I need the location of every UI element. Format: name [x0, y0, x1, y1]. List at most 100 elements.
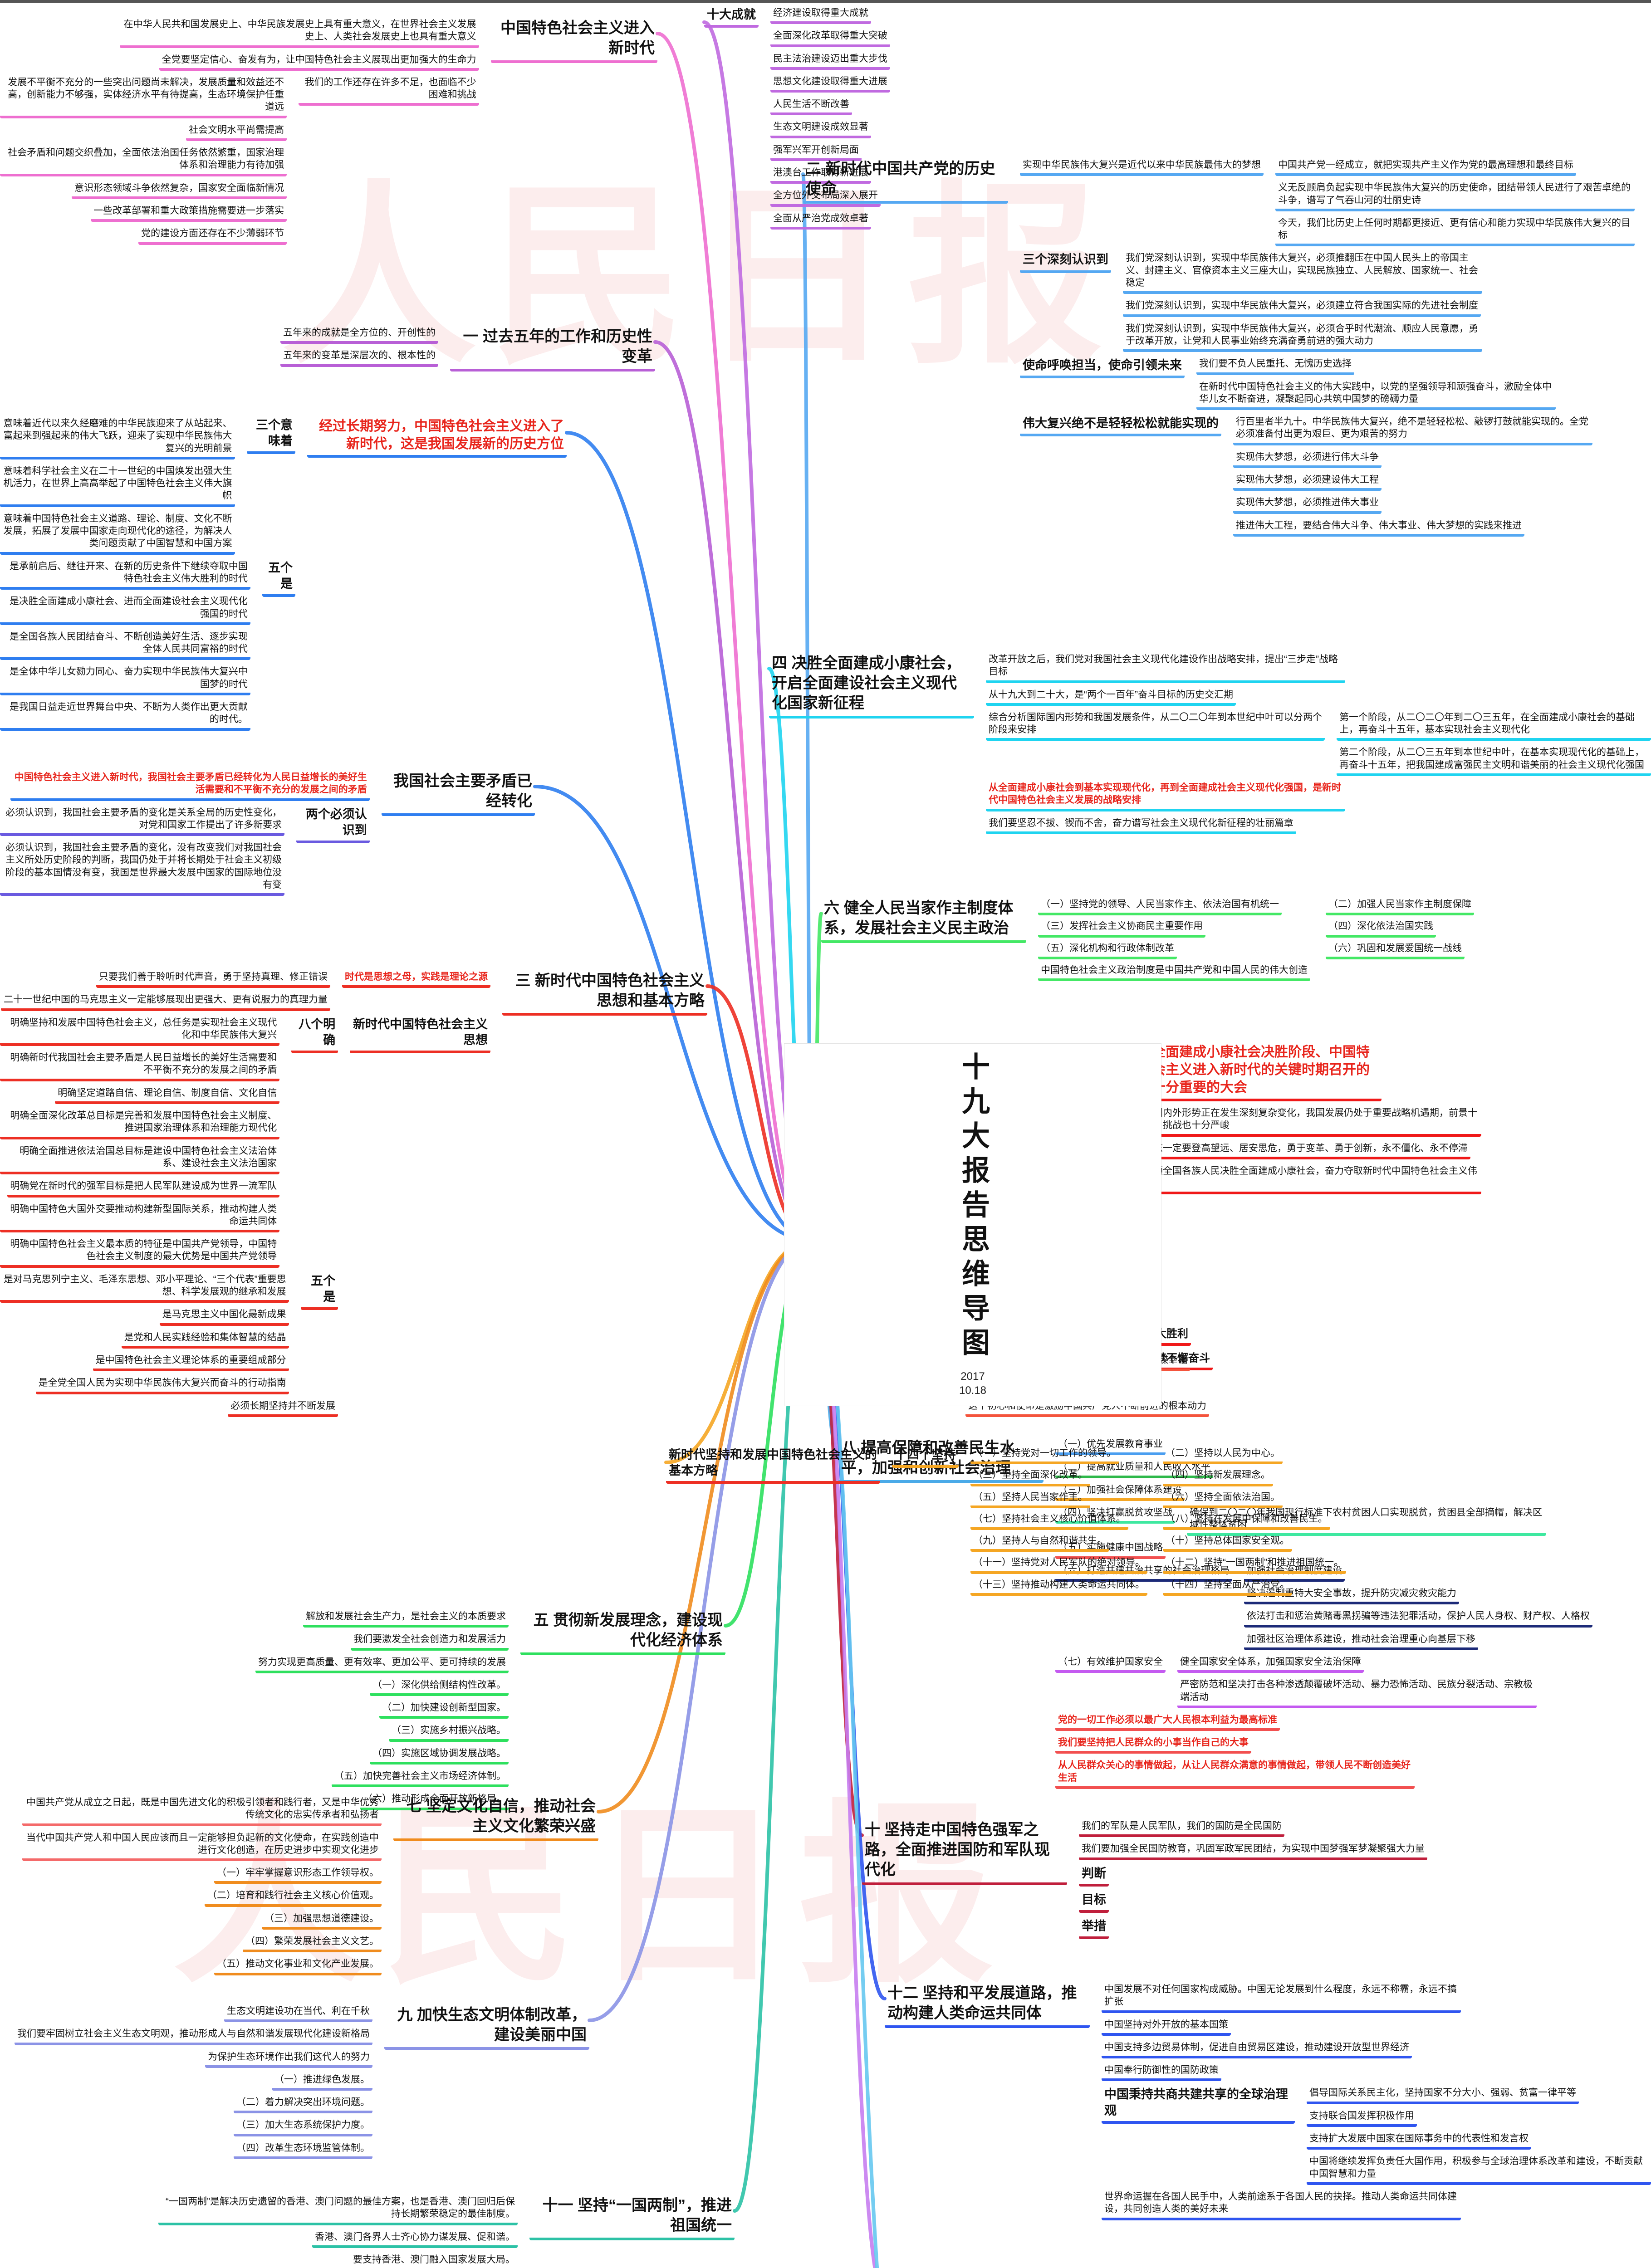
mindmap-node-label: 中国共产党一经成立，就把实现共产主义作为党的最高理想和最终目标 — [1275, 159, 1576, 176]
mindmap-node: 八个明确明确坚持和发展中国特色社会主义，总任务是实现社会主义现代化和中华民族伟大… — [0, 1017, 338, 1268]
mindmap-node: 从人民群众关心的事情做起，从让人民群众满意的事情做起，带领人民不断创造美好生活 — [1055, 1759, 1592, 1789]
mindmap-node-label: 强军兴军开创新局面 — [770, 144, 862, 161]
mindmap-node: “一国两制”是解决历史遗留的香港、澳门问题的最佳方案，也是香港、澳门回归后保持长… — [158, 2195, 518, 2225]
mindmap-node-label: 倡导国际关系民主化，坚持国家不分大小、强弱、贫富一律平等 — [1307, 2087, 1579, 2104]
mindmap-node: 香港、澳门各界人士齐心协力谋发展、促和谐。 — [312, 2231, 518, 2248]
branch-6-democracy: 六 健全人民当家作主制度体系，发展社会主义民主政治（一）坚持党的领导、人民当家作… — [821, 898, 1474, 982]
mindmap-node: 倡导国际关系民主化，坚持国家不分大小、强弱、贫富一律平等 — [1307, 2087, 1651, 2104]
mindmap-node: 时代是思想之母，实践是理论之源只要我们善于聆听时代声音，勇于坚持真理、修正错误二… — [1, 971, 490, 1011]
mindmap-node: （二）加快建设创新型国家。 — [379, 1701, 509, 1719]
mindmap-node-label: 意味着科学社会主义在二十一世纪的中国焕发出强大生机活力，在世界上高高举起了中国特… — [0, 465, 235, 507]
mindmap-node: 意味着近代以来久经磨难的中华民族迎来了从站起来、富起来到强起来的伟大飞跃，迎来了… — [0, 417, 235, 459]
mindmap-node-label: 五个是 — [262, 560, 295, 597]
mindmap-node-label: 十大成就 — [704, 7, 759, 28]
mindmap-node-label: 第二个阶段，从二〇三五年到本世纪中叶，在基本实现现代化的基础上，再奋斗十五年，把… — [1337, 746, 1651, 777]
mindmap-node-label: （一）优先发展教育事业 — [1055, 1438, 1166, 1456]
mindmap-node-label: 全面深化改革取得重大突破 — [770, 29, 890, 47]
branch-2-historic-mission: 二 新时代中国共产党的历史使命实现中华民族伟大复兴是近代以来中华民族最伟大的梦想… — [803, 159, 1635, 537]
mindmap-node: 我们党深刻认识到，实现中华民族伟大复兴，必须合乎时代潮流、顺应人民意愿，勇于改革… — [1123, 323, 1482, 352]
mindmap-node: 实现伟大梦想，必须进行伟大斗争 — [1233, 451, 1592, 469]
mindmap-node-label: 香港、澳门各界人士齐心协力谋发展、促和谐。 — [312, 2231, 518, 2248]
mindmap-node: 是全国各族人民团结奋斗、不断创造美好生活、逐步实现全体人民共同富裕的时代 — [0, 631, 250, 660]
mindmap-node: 从十九大到二十大，是“两个一百年”奋斗目标的历史交汇期 — [986, 689, 1651, 706]
mindmap-node: （五）加快完善社会主义市场经济体制。 — [332, 1770, 509, 1788]
mindmap-node-label: 使命呼唤担当，使命引领未来 — [1020, 357, 1185, 379]
mindmap-node: 全方位外交布局深入展开 — [770, 189, 890, 207]
mindmap-node-label: （三）加强思想道德建设。 — [262, 1912, 382, 1930]
mindmap-node: 是决胜全面建成小康社会、进而全面建设社会主义现代化强国的时代 — [0, 595, 250, 625]
mindmap-node: 我们党深刻认识到，实现中华民族伟大复兴，必须推翻压在中国人民头上的帝国主义、封建… — [1123, 252, 1482, 294]
mindmap-node: 义无反顾肩负起实现中华民族伟大复兴的历史使命，团结带领人民进行了艰苦卓绝的斗争，… — [1275, 181, 1635, 211]
mindmap-node: 生态文明建设成效显著 — [770, 121, 890, 138]
mindmap-node: 中国特色社会主义政治制度是中国共产党和中国人民的伟大创造 — [1038, 964, 1310, 982]
mindmap-node-label: 是中国特色社会主义理论体系的重要组成部分 — [93, 1354, 289, 1372]
mindmap-node-label: 义无反顾肩负起实现中华民族伟大复兴的历史使命，团结带领人民进行了艰苦卓绝的斗争，… — [1275, 181, 1635, 211]
mindmap-node: 使命呼唤担当，使命引领未来我们要不负人民重托、无愧历史选择在新时代中国特色社会主… — [1020, 357, 1635, 411]
mindmap-node: 中国坚持对外开放的基本国策 — [1102, 2019, 1651, 2036]
mindmap-node: 党的一切工作必须以最广大人民根本利益为最高标准 — [1055, 1714, 1592, 1731]
mindmap-node: 依法打击和惩治黄赌毒黑拐骗等违法犯罪活动，保护人民人身权、财产权、人格权 — [1244, 1610, 1592, 1628]
mindmap-node-label: （一）坚持党的领导、人民当家作主、依法治国有机统一 — [1038, 898, 1282, 916]
mindmap-node: 是全党全国人民为实现中华民族伟大复兴而奋斗的行动指南 — [35, 1377, 289, 1394]
mindmap-node: 七 坚定文化自信，推动社会主义文化繁荣兴盛中国共产党从成立之日起，既是中国先进文… — [22, 1796, 598, 1975]
mindmap-node-label: 两个必须认识到 — [296, 807, 370, 843]
mindmap-node-label: 我们党深刻认识到，实现中华民族伟大复兴，必须合乎时代潮流、顺应人民意愿，勇于改革… — [1123, 323, 1482, 352]
mindmap-node: 二十一世纪中国的马克思主义一定能够展现出更强大、更有说服力的真理力量 — [1, 993, 330, 1011]
mindmap-node-label: （四）坚决打赢脱贫攻坚战 — [1055, 1506, 1175, 1524]
mindmap-node: 十二 坚持和平发展道路，推动构建人类命运共同体中国发展不对任何国家构成威胁。中国… — [885, 1983, 1651, 2220]
mindmap-node: 十 坚持走中国特色强军之路，全面推进国防和军队现代化我们的军队是人民军队，我们的… — [862, 1820, 1427, 1939]
mindmap-node: 是党和人民实践经验和集体智慧的结晶 — [121, 1331, 289, 1349]
mindmap-node-label: 为保护生态环境作出我们这代人的努力 — [205, 2051, 372, 2068]
central-topic-title: 十九大报告思维导图 — [957, 1052, 989, 1362]
mindmap-node: （一）深化供给侧结构性改革。 — [370, 1679, 509, 1696]
mindmap-node: 伟大复兴绝不是轻轻松松就能实现的行百里者半九十。中华民族伟大复兴，绝不是轻轻松松… — [1020, 415, 1635, 537]
mindmap-node-label: 支持扩大发展中国家在国际事务中的代表性和发言权 — [1307, 2132, 1531, 2150]
mindmap-node-label: 中国支持多边贸易体制，促进自由贸易区建设，推动建设开放型世界经济 — [1102, 2041, 1412, 2059]
mindmap-node-label: （十二）坚持“一国两制”和推进祖国统一。 — [1163, 1556, 1346, 1574]
mindmap-node-label: 港澳台工作取得新进展 — [770, 166, 871, 184]
mindmap-node: （十）坚持总体国家安全观。 — [1163, 1535, 1346, 1552]
mindmap-node: 明确中国特色大国外交要推动构建新型国际关系，推动构建人类命运共同体 — [0, 1203, 280, 1233]
mindmap-node: 是马克思主义中国化最新成果 — [159, 1308, 289, 1326]
mindmap-node: 十四个坚持（一）坚持党对一切工作的领导。（二）坚持以人民为中心。（三）坚持全面深… — [892, 1447, 1346, 1596]
mindmap-node: （四）深化依法治国实践 — [1326, 920, 1474, 938]
mindmap-node-label: 一 过去五年的工作和历史性变革 — [450, 327, 655, 372]
mindmap-node: 社会矛盾和问题交织叠加，全面依法治国任务依然繁重，国家治理体系和治理能力有待加强 — [0, 147, 287, 176]
mindmap-node-label: 发展不平衡不充分的一些突出问题尚未解决，发展质量和效益还不高，创新能力不够强，实… — [0, 76, 287, 118]
mindmap-node: （十三）坚持推动构建人类命运共同体。 — [970, 1579, 1147, 1596]
mindmap-node: 中国特色社会主义进入新时代在中华人民共和国发展史上、中华民族发展史上具有重大意义… — [0, 18, 657, 245]
mindmap-node: （九）坚持人与自然和谐共生。 — [970, 1535, 1147, 1552]
mindmap-node: 明确新时代我国社会主要矛盾是人民日益增长的美好生活需要和不平衡不充分的发展之间的… — [0, 1051, 280, 1081]
mindmap-node: （一）优先发展教育事业 — [1055, 1438, 1592, 1456]
mindmap-node: 只要我们善于聆听时代声音，勇于坚持真理、修正错误 — [96, 971, 330, 988]
mindmap-node-label: 一些改革部署和重大政策措施需要进一步落实 — [91, 205, 287, 222]
mindmap-node-label: 我们要不负人民重托、无愧历史选择 — [1196, 357, 1354, 375]
mindmap-node-label: 八个明确 — [291, 1017, 338, 1053]
mindmap-node: 五个是是承前启后、继往开来、在新的历史条件下继续夺取中国特色社会主义伟大胜利的时… — [0, 560, 295, 731]
mindmap-node: 明确中国特色社会主义最本质的特征是中国共产党领导，中国特色社会主义制度的最大优势… — [0, 1238, 280, 1268]
mindmap-node: 意味着中国特色社会主义道路、理论、制度、文化不断发展，拓展了发展中国家走向现代化… — [0, 513, 235, 555]
mindmap-node: 全党同志一定要登高望远、居安思危，勇于变革、勇于创新，永不僵化、永不停滞 — [1122, 1142, 1481, 1159]
mindmap-node: （十二）坚持“一国两制”和推进祖国统一。 — [1163, 1556, 1346, 1574]
branch-9-ecology: 九 加快生态文明体制改革，建设美丽中国生态文明建设功在当代、利在千秋我们要牢固树… — [15, 2005, 589, 2160]
mindmap-node: （一）坚持党的领导、人民当家作主、依法治国有机统一 — [1038, 898, 1310, 916]
mindmap-node: 全党要坚定信心、奋发有为，让中国特色社会主义展现出更加强大的生命力 — [159, 54, 479, 71]
mindmap-node: 支持联合国发挥积极作用 — [1307, 2110, 1651, 2127]
mindmap-node-label: 明确新时代我国社会主要矛盾是人民日益增长的美好生活需要和不平衡不充分的发展之间的… — [0, 1051, 280, 1081]
mindmap-node-label: 新时代中国特色社会主义思想 — [350, 1017, 490, 1053]
branch-7-culture: 七 坚定文化自信，推动社会主义文化繁荣兴盛中国共产党从成立之日起，既是中国先进文… — [22, 1796, 598, 1975]
mindmap-node-label: 坚决遏制重特大安全事故，提升防灾减灾救灾能力 — [1244, 1587, 1459, 1605]
mindmap-node-label: （四）坚持新发展理念。 — [1163, 1469, 1273, 1486]
mindmap-node-label: 支持联合国发挥积极作用 — [1307, 2110, 1417, 2127]
mindmap-node: （一）牢牢掌握意识形态工作领导权。 — [214, 1867, 382, 1884]
mindmap-node-label: 我国社会主要矛盾已经转化 — [381, 771, 535, 816]
mindmap-node-label: （五）坚持人民当家作主。 — [970, 1491, 1090, 1508]
mindmap-node-label: 中国将继续发挥负责任大国作用，积极参与全球治理体系改革和建设，不断贡献中国智慧和… — [1307, 2155, 1651, 2185]
branch-1-past-five-years: 一 过去五年的工作和历史性变革五年来的成就是全方位的、开创性的五年来的变革是深层… — [280, 327, 655, 372]
mindmap-node-label: 新时代坚持和发展中国特色社会主义的基本方略 — [666, 1447, 880, 1484]
mindmap-node-label: （三）实施乡村振兴战略。 — [389, 1724, 509, 1742]
mindmap-node: 是中国特色社会主义理论体系的重要组成部分 — [93, 1354, 289, 1372]
mindmap-node: （二）提高就业质量和人民收入水平 — [1055, 1461, 1592, 1478]
mindmap-node-label: 中国发展不对任何国家构成威胁。中国无论发展到什么程度，永远不称霸，永远不搞扩张 — [1102, 1983, 1461, 2013]
mindmap-node-label: 我们的工作还存在许多不足，也面临不少困难和挑战 — [299, 76, 479, 106]
